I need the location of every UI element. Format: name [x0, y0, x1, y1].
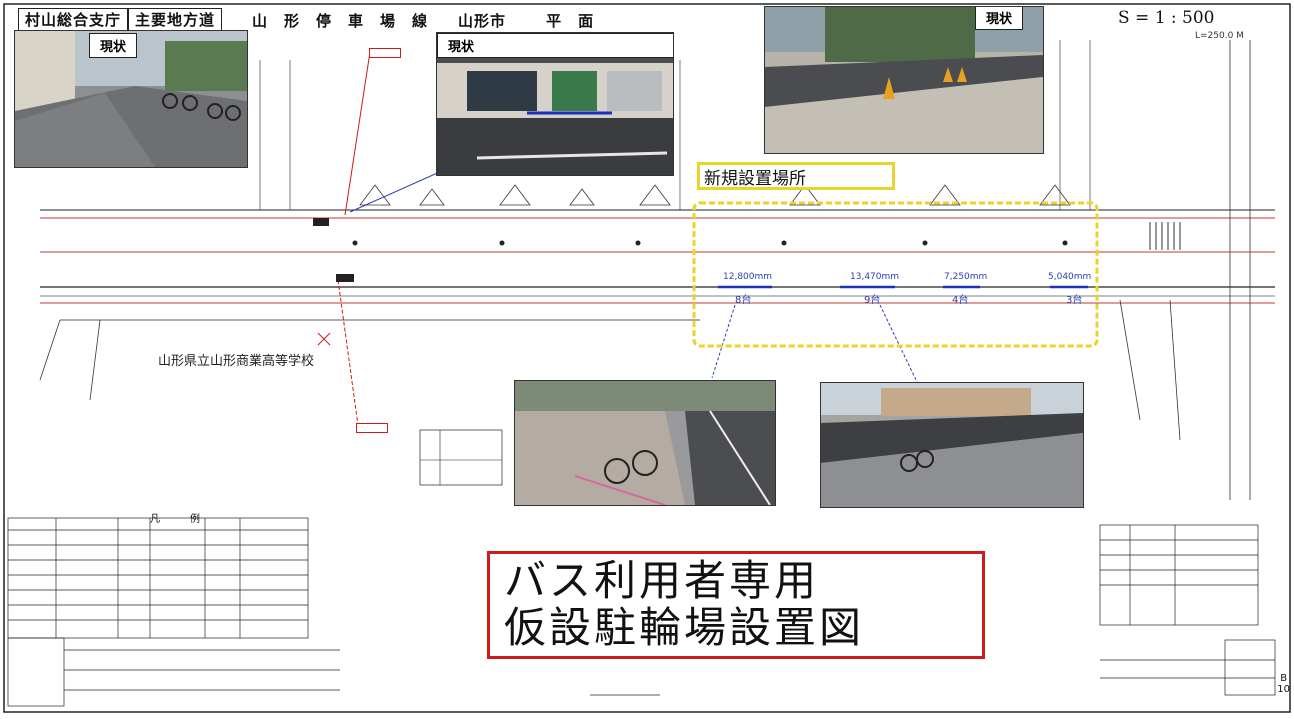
measure-length-3: 7,250mm	[944, 272, 988, 282]
measure-count-1: 8台	[735, 295, 752, 306]
photo-label: 現状	[89, 33, 138, 58]
installation-photo-2	[820, 382, 1084, 508]
photo-image	[821, 383, 1083, 507]
header-strip: 村山総合支庁 主要地方道 山 形 停 車 場 線 山形市 平 面	[18, 8, 594, 32]
current-photo-building: 現状	[436, 32, 674, 176]
pointer-label-top	[369, 48, 401, 58]
sheet-letter: B	[1280, 673, 1288, 684]
current-photo-street: 現状	[764, 6, 1044, 154]
photo-image	[15, 31, 247, 167]
measure-length-2: 13,470mm	[850, 272, 900, 282]
route-name: 山 形 停 車 場 線	[252, 11, 429, 30]
pointer-label-bottom	[356, 423, 388, 433]
office-name: 村山総合支庁	[18, 8, 129, 32]
photo-label: 現状	[437, 33, 673, 58]
sheet-number: B 10	[1277, 673, 1290, 695]
legend-title: 凡 例	[150, 514, 210, 525]
measure-length-1: 12,800mm	[723, 272, 773, 282]
new-location-label: 新規設置場所	[697, 162, 895, 190]
scale-length: L=250.0 M	[1195, 31, 1244, 41]
measure-count-2: 9台	[864, 295, 881, 306]
road-class: 主要地方道	[128, 8, 223, 32]
photo-label: 現状	[975, 7, 1024, 30]
city-name: 山形市	[458, 11, 507, 30]
installation-photo-1	[514, 380, 776, 506]
measure-length-4: 5,040mm	[1048, 272, 1092, 282]
scale-label: S = 1 : 500	[1118, 8, 1215, 28]
view-type: 平 面	[546, 11, 595, 30]
sheet-sub: 10	[1277, 684, 1290, 695]
measure-count-3: 4台	[952, 295, 969, 306]
title-line-2: 仮設駐輪場設置図	[504, 603, 865, 652]
photo-image	[515, 381, 775, 505]
measure-count-4: 3台	[1066, 295, 1083, 306]
current-photo-sidewalk: 現状	[14, 30, 248, 168]
drawing-title: バス利用者専用 仮設駐輪場設置図	[487, 551, 985, 659]
title-line-1: バス利用者専用	[504, 556, 820, 605]
school-label: 山形県立山形商業高等学校	[158, 354, 315, 369]
